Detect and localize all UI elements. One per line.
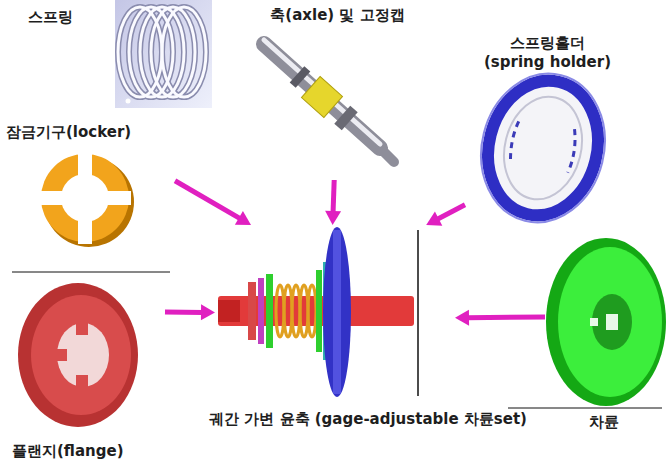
separator-line [12,272,170,273]
arrow-connector [455,310,545,326]
part-region: 잠금기구(locker) [2,120,175,255]
spring-holder-illustration [466,60,621,235]
part-region: 플랜지(flange) [2,280,165,464]
part-label: 축(axle) 및 고정캡 [270,6,404,25]
part-region: 차륜 [545,235,668,440]
arrow-line [175,181,241,219]
arrow-head [325,211,341,225]
part-label: 잠금기구(locker) [6,123,131,142]
part-label: 스프링 [28,8,73,27]
arrow-connector [175,181,251,225]
arrow-line [333,180,334,213]
part-region: 스프링 [20,0,215,112]
arrow-line [165,310,203,315]
arrow-line [467,315,545,321]
part-region: 스프링홀더 (spring holder) [465,30,630,220]
arrow-head [201,304,215,320]
arrow-head [235,211,251,225]
flange-illustration [18,283,138,427]
arrow-connector [165,304,215,320]
spring-illustration [115,0,212,108]
part-label: 차륜 [589,413,619,432]
arrow-head [426,211,442,225]
separator-line [417,230,419,396]
arrow-connector [426,205,465,226]
wheel-illustration [546,238,666,406]
part-label: 스프링홀더 (spring holder) [479,34,617,72]
wheelset-illustration [218,227,414,397]
part-label: 플랜지(flange) [12,442,124,461]
locker-illustration [39,152,134,247]
separator-line [508,408,662,409]
arrow-line [437,205,465,220]
part-region: 궤간 가변 윤축 (gage-adjustable 차륜set) [215,225,455,400]
part-label: 궤간 가변 윤축 (gage-adjustable 차륜set) [209,410,527,429]
axle-illustration [264,40,394,162]
arrow-head [455,310,469,326]
arrow-connector [325,180,341,225]
part-region: 축(axle) 및 고정캡 [255,0,420,180]
